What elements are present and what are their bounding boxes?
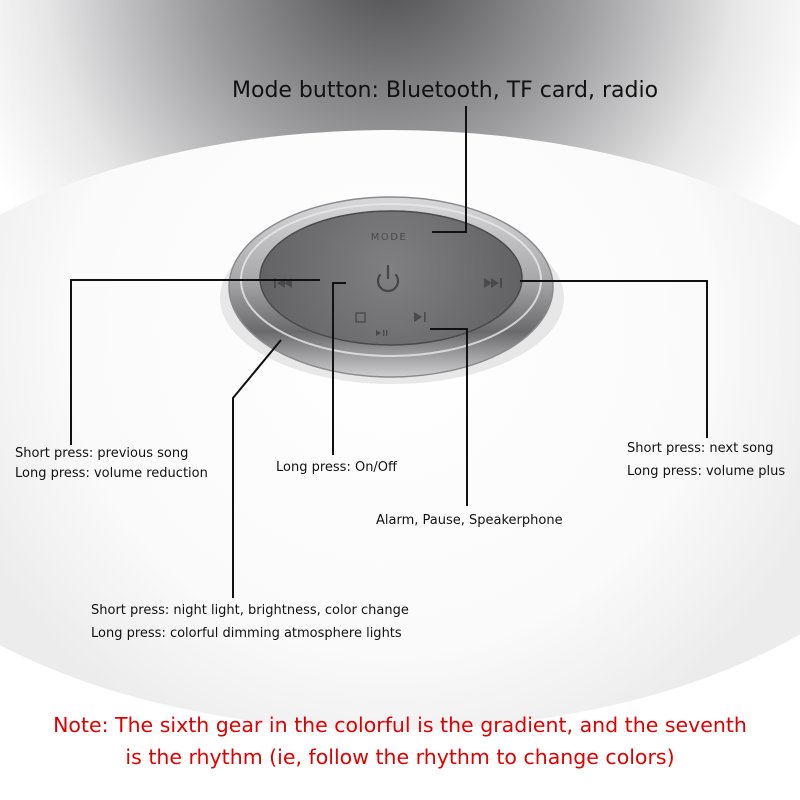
leader-line-light-ring <box>232 339 282 598</box>
play-pause-icon[interactable] <box>355 312 426 336</box>
mode-engraving: MODE <box>371 232 408 243</box>
next-icon[interactable] <box>484 278 502 288</box>
leader-line-next <box>520 280 708 438</box>
power-long-press: Long press: On/Off <box>276 460 397 475</box>
previous-long-press: Long press: volume reduction <box>15 466 208 481</box>
play-button-label: Alarm, Pause, Speakerphone <box>376 511 563 531</box>
play-button-functions: Alarm, Pause, Speakerphone <box>376 513 563 528</box>
previous-short-press: Short press: previous song <box>15 446 189 461</box>
power-button-label: Long press: On/Off <box>276 458 397 478</box>
button-panel <box>259 210 523 346</box>
leader-line-previous <box>70 279 320 445</box>
next-long-press: Long press: volume plus <box>627 464 786 479</box>
mode-button-label: Mode button: Bluetooth, TF card, radio <box>232 78 659 103</box>
leader-line-power <box>332 282 346 455</box>
light-short-press: Short press: night light, brightness, co… <box>91 603 409 618</box>
power-icon[interactable] <box>376 264 400 293</box>
leader-line-play <box>430 328 468 506</box>
leader-lines <box>70 106 708 598</box>
previous-button-label: Short press: previous song Long press: v… <box>15 444 208 484</box>
note-line-1: Note: The sixth gear in the colorful is … <box>53 713 747 737</box>
note-line-2: is the rhythm (ie, follow the rhythm to … <box>125 745 675 769</box>
light-ring-label: Short press: night light, brightness, co… <box>91 599 409 645</box>
color-note: Note: The sixth gear in the colorful is … <box>0 709 800 773</box>
light-long-press: Long press: colorful dimming atmosphere … <box>91 626 402 641</box>
next-short-press: Short press: next song <box>627 441 774 456</box>
next-button-label: Short press: next song Long press: volum… <box>627 437 785 483</box>
leader-line-mode <box>432 106 467 233</box>
